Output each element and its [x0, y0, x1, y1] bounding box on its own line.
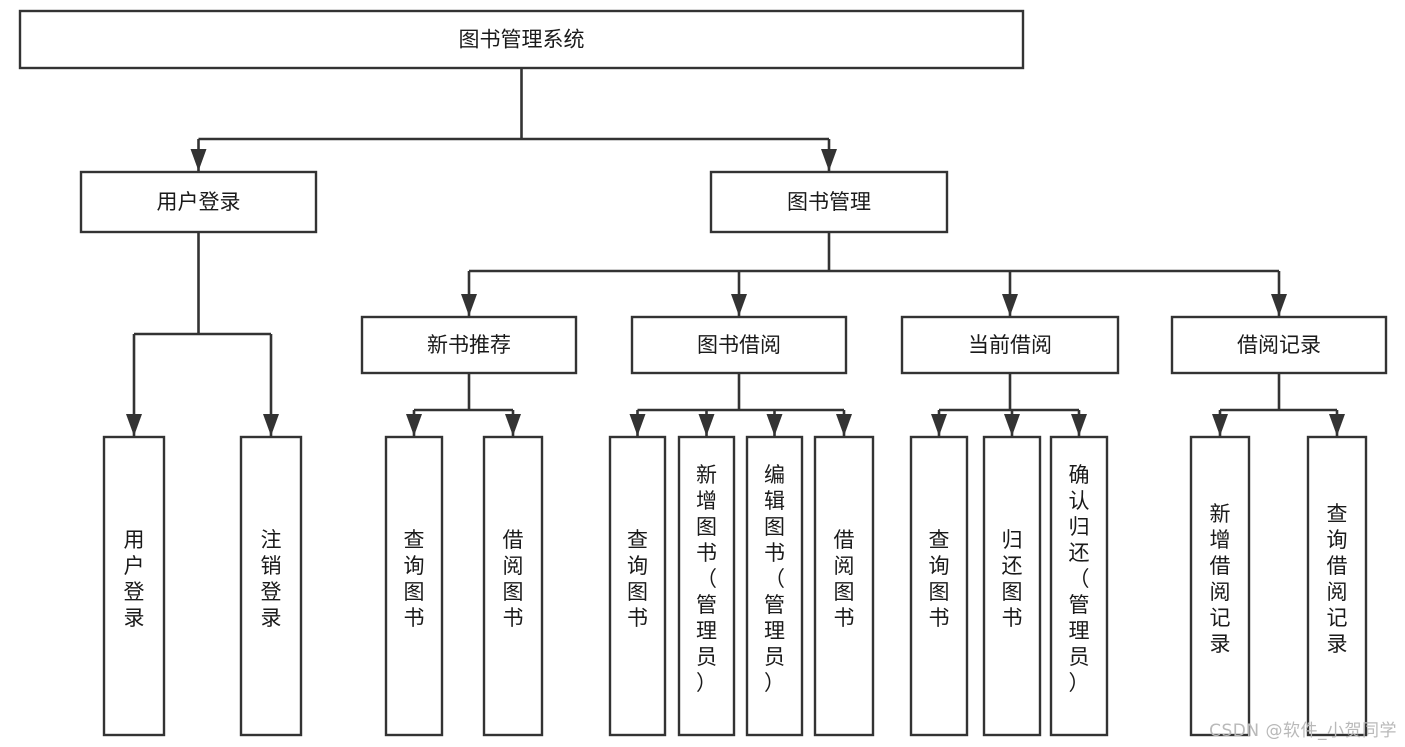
- node-rect: [677, 435, 736, 737]
- node-label: 新书推荐: [427, 333, 511, 357]
- node-rect: [239, 435, 303, 737]
- node-rect: [384, 435, 444, 737]
- arrow-head-icon: [931, 414, 947, 436]
- node-label: 用户登录: [157, 190, 241, 214]
- arrow-head-icon: [1002, 294, 1018, 316]
- node-leaf-查询借阅记录[interactable]: 查询借阅记录: [1306, 435, 1368, 737]
- arrow-head-icon: [505, 414, 521, 436]
- arrow-head-icon: [263, 414, 279, 436]
- node-label: 图书借阅: [697, 333, 781, 357]
- node-leaf-新增借阅记录[interactable]: 新增借阅记录: [1189, 435, 1251, 737]
- arrow-head-icon: [1271, 294, 1287, 316]
- node-rect: [1189, 435, 1251, 737]
- node-l3-借阅记录[interactable]: 借阅记录: [1170, 315, 1388, 375]
- node-label: 注销登录: [261, 528, 282, 630]
- node-l3-新书推荐[interactable]: 新书推荐: [360, 315, 578, 375]
- node-label: 确认归还（管理员）: [1069, 463, 1090, 695]
- node-leaf-借阅图书[interactable]: 借阅图书: [482, 435, 544, 737]
- node-leaf-查询图书[interactable]: 查询图书: [909, 435, 969, 737]
- node-l2-图书管理[interactable]: 图书管理: [709, 170, 949, 234]
- node-root-图书管理系统[interactable]: 图书管理系统: [18, 9, 1025, 70]
- arrow-head-icon: [766, 414, 783, 436]
- node-label: 归还图书: [1002, 528, 1023, 630]
- node-label: 借阅图书: [503, 528, 524, 630]
- arrow-head-icon: [1004, 414, 1020, 436]
- node-rect: [900, 315, 1120, 375]
- node-label: 查询图书: [627, 528, 648, 630]
- arrow-head-icon: [1212, 414, 1228, 436]
- node-label: 用户登录: [124, 528, 145, 630]
- node-rect: [1049, 435, 1109, 737]
- node-label: 查询图书: [404, 528, 425, 630]
- node-leaf-用户登录[interactable]: 用户登录: [102, 435, 166, 737]
- node-l3-图书借阅[interactable]: 图书借阅: [630, 315, 848, 375]
- node-rect: [608, 435, 667, 737]
- arrow-head-icon: [461, 294, 477, 316]
- node-l2-用户登录[interactable]: 用户登录: [79, 170, 318, 234]
- node-rect: [709, 170, 949, 234]
- node-leaf-查询图书[interactable]: 查询图书: [384, 435, 444, 737]
- node-rect: [982, 435, 1042, 737]
- node-label: 新增图书（管理员）: [696, 463, 717, 695]
- node-leaf-注销登录[interactable]: 注销登录: [239, 435, 303, 737]
- node-label: 图书管理系统: [459, 28, 585, 52]
- node-label: 图书管理: [787, 190, 871, 214]
- arrow-head-icon: [821, 149, 837, 171]
- node-label: 新增借阅记录: [1210, 502, 1231, 656]
- node-leaf-编辑图书管理员[interactable]: 编辑图书（管理员）: [745, 435, 804, 737]
- node-label: 查询借阅记录: [1327, 502, 1348, 656]
- node-rect: [18, 9, 1025, 70]
- node-leaf-新增图书管理员[interactable]: 新增图书（管理员）: [677, 435, 736, 737]
- node-leaf-借阅图书[interactable]: 借阅图书: [813, 435, 875, 737]
- arrow-head-icon: [1071, 414, 1087, 436]
- arrow-head-icon: [126, 414, 142, 436]
- node-rect: [102, 435, 166, 737]
- arrow-head-icon: [629, 414, 646, 436]
- node-leaf-确认归还管理员[interactable]: 确认归还（管理员）: [1049, 435, 1109, 737]
- node-rect: [1306, 435, 1368, 737]
- node-label: 借阅记录: [1237, 333, 1321, 357]
- node-rect: [909, 435, 969, 737]
- arrow-head-icon: [836, 414, 852, 436]
- node-leaf-查询图书[interactable]: 查询图书: [608, 435, 667, 737]
- node-label: 编辑图书（管理员）: [764, 463, 785, 695]
- node-boxes: 图书管理系统用户登录图书管理新书推荐图书借阅当前借阅借阅记录用户登录注销登录查询…: [18, 9, 1388, 737]
- node-label: 借阅图书: [834, 528, 855, 630]
- node-rect: [813, 435, 875, 737]
- node-leaf-归还图书[interactable]: 归还图书: [982, 435, 1042, 737]
- arrow-head-icon: [190, 149, 207, 171]
- arrow-head-icon: [731, 294, 747, 316]
- node-rect: [745, 435, 804, 737]
- arrow-head-icon: [698, 414, 715, 436]
- arrow-head-icon: [1329, 414, 1345, 436]
- node-label: 当前借阅: [968, 333, 1052, 357]
- node-rect: [360, 315, 578, 375]
- node-l3-当前借阅[interactable]: 当前借阅: [900, 315, 1120, 375]
- node-rect: [79, 170, 318, 234]
- arrow-head-icon: [406, 414, 422, 436]
- connector-lines: [126, 68, 1345, 436]
- node-label: 查询图书: [929, 528, 950, 630]
- node-rect: [1170, 315, 1388, 375]
- node-rect: [630, 315, 848, 375]
- node-rect: [482, 435, 544, 737]
